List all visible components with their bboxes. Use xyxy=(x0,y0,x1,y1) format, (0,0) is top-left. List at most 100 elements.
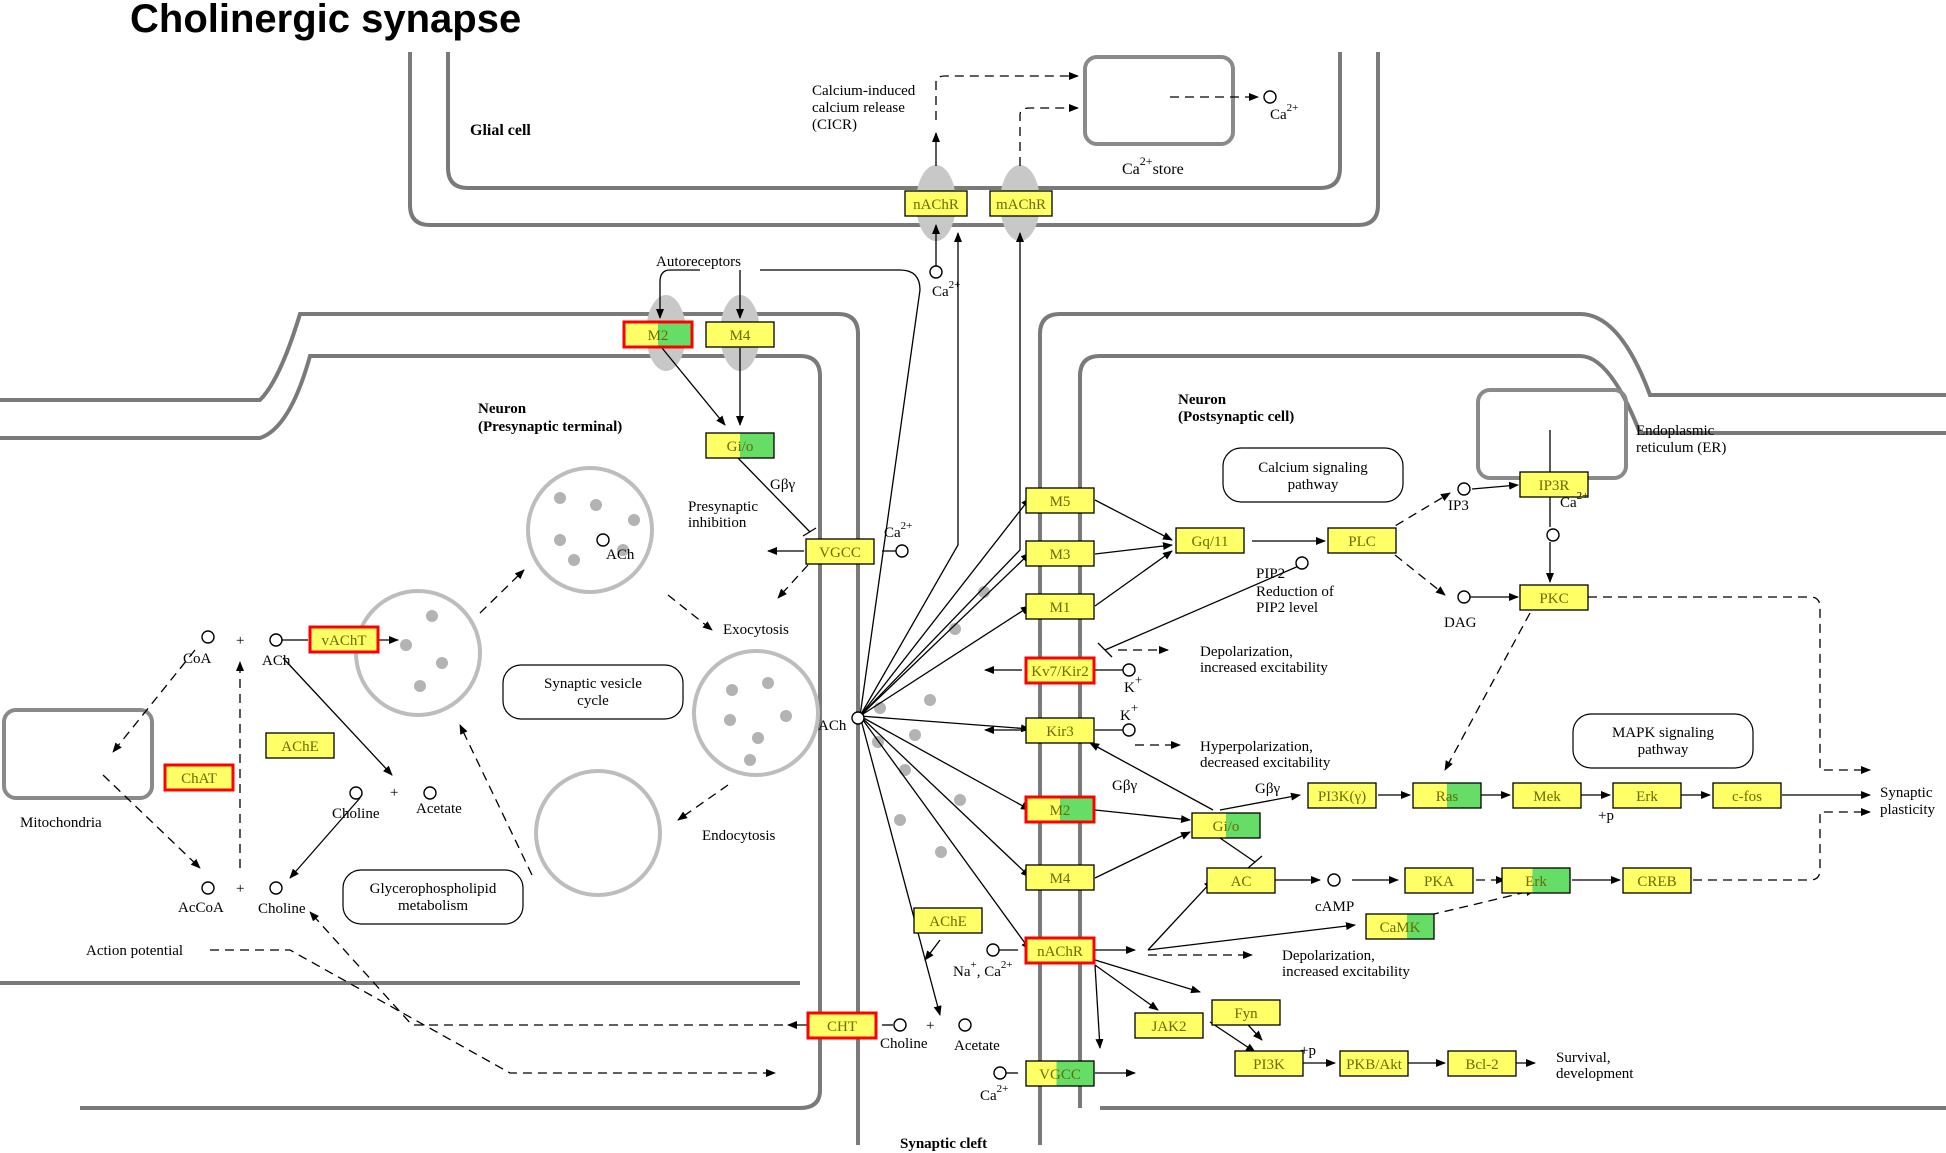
autoreceptors-label: Autoreceptors xyxy=(656,254,741,270)
gene-box xyxy=(806,1011,878,1040)
compounds xyxy=(201,90,1560,1080)
gene-nachr-glial[interactable]: nAChR xyxy=(913,197,959,213)
calcium-signaling-pathway-link[interactable] xyxy=(1222,447,1404,503)
gene-m5[interactable]: M5 xyxy=(1050,494,1071,510)
gene-ip3r[interactable]: IP3R xyxy=(1539,478,1570,494)
action-potential-label: Action potential xyxy=(86,943,183,959)
gene-m3[interactable]: M3 xyxy=(1050,547,1071,563)
plus-p-2: +p xyxy=(1300,1043,1316,1059)
gene-pkb-akt[interactable]: PKB/Akt xyxy=(1346,1057,1403,1073)
gby-label-pre: Gβγ xyxy=(770,477,795,493)
cicr-label-3: (CICR) xyxy=(812,117,857,133)
gene-ac[interactable]: AC xyxy=(1231,874,1252,890)
gene-box xyxy=(1024,656,1096,685)
ach-cleft-label: ACh xyxy=(818,718,847,734)
gene-pi3k[interactable]: PI3K xyxy=(1253,1057,1285,1073)
ca-text: Ca xyxy=(932,284,949,300)
gene-machr-glial[interactable]: mAChR xyxy=(996,197,1046,213)
gene-kv7-kir2[interactable]: Kv7/Kir2 xyxy=(1031,664,1089,680)
gene-vgcc-pre[interactable]: VGCC xyxy=(819,545,861,561)
gene-gq11[interactable]: Gq/11 xyxy=(1192,534,1229,550)
gene-fyn[interactable]: Fyn xyxy=(1234,1006,1258,1022)
gene-gio-post[interactable]: Gi/o xyxy=(1213,819,1240,835)
gene-plc[interactable]: PLC xyxy=(1348,534,1376,550)
gene-box xyxy=(1024,936,1096,965)
gene-m4-pre[interactable]: M4 xyxy=(730,328,751,344)
mitochondria-label: Mitochondria xyxy=(20,815,102,831)
gene-box xyxy=(1025,717,1095,744)
ca-superscript: 2+ xyxy=(1577,490,1589,502)
gene-m2-post[interactable]: M2 xyxy=(1050,803,1071,819)
gene-ras[interactable]: Ras xyxy=(1436,789,1459,805)
gene-gio-pre[interactable]: Gi/o xyxy=(727,439,754,455)
gene-box xyxy=(1234,1050,1304,1077)
gene-box xyxy=(1712,782,1782,809)
csp-label-2: pathway xyxy=(1288,477,1339,493)
neuron-post-label-1: Neuron xyxy=(1178,392,1227,408)
gene-mek[interactable]: Mek xyxy=(1533,789,1561,805)
gene-box xyxy=(1622,867,1692,894)
gene-pi3k-gamma[interactable]: PI3K(γ) xyxy=(1318,789,1366,805)
gene-box xyxy=(1501,867,1571,894)
gene-erk-2[interactable]: Erk xyxy=(1525,874,1547,890)
gene-m4-post[interactable]: M4 xyxy=(1050,871,1071,887)
glial-cell-label: Glial cell xyxy=(470,122,531,139)
er-box xyxy=(1476,388,1628,480)
gene-pka[interactable]: PKA xyxy=(1424,874,1454,890)
gene-nachr-post[interactable]: nAChR xyxy=(1037,944,1083,960)
ach-dots xyxy=(400,492,990,858)
ca-text: Ca xyxy=(980,1088,997,1104)
ca-superscript: 2+ xyxy=(901,520,913,532)
gene-jak2[interactable]: JAK2 xyxy=(1151,1019,1186,1035)
ca-text: Ca xyxy=(984,964,1001,980)
dag-label: DAG xyxy=(1444,615,1477,631)
gene-m1[interactable]: M1 xyxy=(1050,600,1071,616)
neuron-pre-label-2: (Presynaptic terminal) xyxy=(478,419,622,435)
mapk-label-1: MAPK signaling xyxy=(1612,725,1715,741)
gene-kir3[interactable]: Kir3 xyxy=(1046,724,1074,740)
acetate-label-2: Acetate xyxy=(954,1038,1000,1054)
gene-ache-pre[interactable]: AChE xyxy=(281,739,319,755)
hyper-a: Hyperpolarization, xyxy=(1200,739,1313,755)
gene-bcl-2[interactable]: Bcl-2 xyxy=(1465,1057,1498,1073)
na-text: Na xyxy=(953,964,971,980)
gene-box xyxy=(1339,1050,1409,1077)
plus-2: + xyxy=(236,881,244,897)
hyper-b: decreased excitability xyxy=(1200,755,1331,771)
neuron-post-label-2: (Postsynaptic cell) xyxy=(1178,409,1294,425)
gene-box xyxy=(913,907,983,934)
svc-label-1: Synaptic vesicle xyxy=(544,676,642,692)
gene-box xyxy=(1025,1060,1095,1087)
ca-store-box xyxy=(1083,55,1235,146)
ca-text: Ca xyxy=(884,525,901,541)
ca-superscript: 2+ xyxy=(949,279,961,291)
gene-pkc[interactable]: PKC xyxy=(1539,591,1568,607)
gene-box xyxy=(1512,782,1582,809)
gene-box xyxy=(1191,812,1261,839)
gene-boxes xyxy=(163,190,1782,1087)
pip2-label: PIP2 xyxy=(1256,566,1285,582)
gene-camk[interactable]: CaMK xyxy=(1380,920,1421,936)
gene-ache-cleft[interactable]: AChE xyxy=(929,914,967,930)
gene-vacht[interactable]: vAChT xyxy=(322,633,367,649)
ion-k-1: K+ xyxy=(1124,672,1142,696)
gene-chat[interactable]: ChAT xyxy=(181,771,217,787)
gene-erk-1[interactable]: Erk xyxy=(1636,789,1658,805)
mapk-signaling-pathway-link[interactable] xyxy=(1572,713,1754,769)
gene-box xyxy=(705,321,775,348)
gene-box xyxy=(1025,540,1095,567)
gene-box xyxy=(1365,913,1435,940)
glycerophospholipid-metabolism-link[interactable] xyxy=(342,869,524,925)
gene-m2-pre[interactable]: M2 xyxy=(648,328,669,344)
gene-box xyxy=(1327,527,1397,554)
gene-vgcc-post[interactable]: VGCC xyxy=(1039,1067,1081,1083)
acetate-label-1: Acetate xyxy=(416,801,462,817)
gene-cht[interactable]: CHT xyxy=(827,1019,857,1035)
presynaptic-inhibition-1: Presynaptic xyxy=(688,499,758,515)
synaptic-vesicle-cycle-link[interactable] xyxy=(502,664,684,720)
depol-2-a: Depolarization, xyxy=(1282,948,1375,964)
k-superscript: + xyxy=(1131,700,1138,715)
gene-creb[interactable]: CREB xyxy=(1637,874,1676,890)
gene-c-fos[interactable]: c-fos xyxy=(1732,789,1762,805)
ion-ca-2: Ca2+ xyxy=(932,279,960,300)
